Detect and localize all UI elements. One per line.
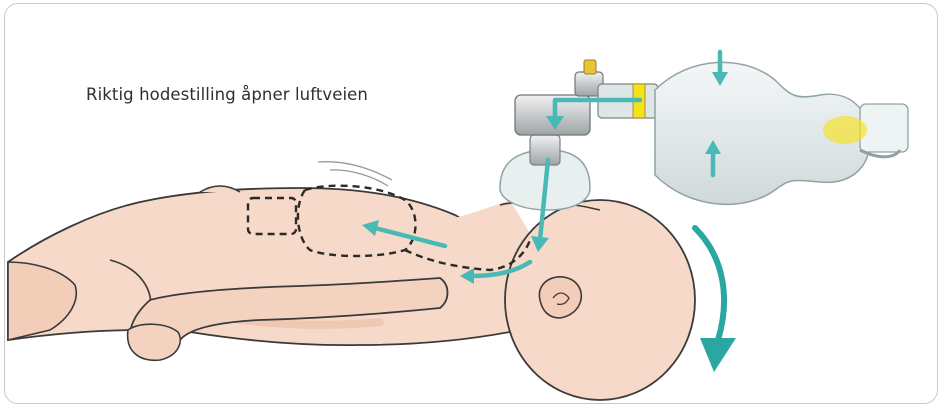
- chest-bump: [200, 186, 240, 192]
- infant: [8, 186, 695, 400]
- chest-motion-lines: [318, 162, 392, 186]
- reservoir-highlight: [823, 116, 867, 144]
- infant-ear: [539, 277, 581, 318]
- infant-head: [505, 200, 695, 400]
- caption: Riktig hodestilling åpner luftveien: [86, 85, 368, 104]
- valve-cap: [584, 60, 596, 74]
- mask-stem: [530, 135, 560, 165]
- head-tilt-arrow-icon: [695, 228, 736, 372]
- bag-reservoir: [860, 104, 908, 152]
- bag-valve-mask: [500, 60, 908, 210]
- infant-hand: [128, 324, 181, 360]
